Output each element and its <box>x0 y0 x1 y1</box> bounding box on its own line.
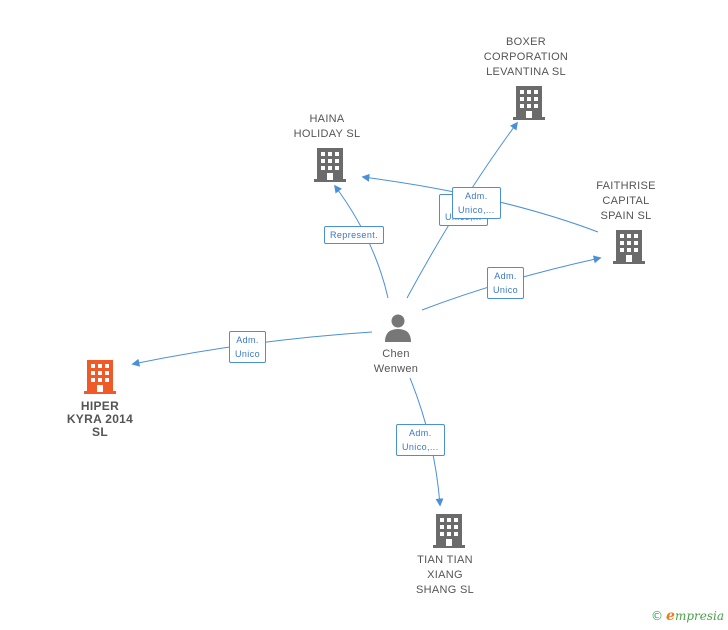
tian-label[interactable]: TIAN TIAN XIANG SHANG SL <box>415 554 475 596</box>
relation-label-boxer[interactable]: Adm. Unico,... <box>452 187 501 219</box>
copyright-icon: © <box>651 609 664 623</box>
faithrise-label[interactable]: FAITHRISE CAPITAL SPAIN SL <box>596 180 656 222</box>
relation-label-haina[interactable]: Represent. <box>324 226 385 244</box>
hiper-label[interactable]: HIPER KYRA 2014 SL <box>66 399 134 439</box>
brand-logo[interactable]: ©empresia <box>651 608 724 624</box>
building-icon-tian[interactable] <box>433 514 465 548</box>
haina-label[interactable]: HAINA HOLIDAY SL <box>293 113 361 140</box>
person-label[interactable]: Chen Wenwen <box>373 348 419 375</box>
brand-initial: e <box>666 608 675 624</box>
building-icon-haina[interactable] <box>314 148 346 182</box>
boxer-label[interactable]: BOXER CORPORATION LEVANTINA SL <box>483 36 569 78</box>
building-icon-boxer[interactable] <box>513 86 545 120</box>
building-icon-hiper[interactable] <box>84 360 116 394</box>
brand-name: mpresia <box>674 609 724 623</box>
relation-label-hiper[interactable]: Adm. Unico <box>229 331 267 363</box>
person-icon[interactable] <box>384 313 412 343</box>
building-icon-faithrise[interactable] <box>613 230 645 264</box>
relation-label-tian[interactable]: Adm. Unico,... <box>396 424 445 456</box>
relation-label-faithrise[interactable]: Adm. Unico <box>487 267 525 299</box>
